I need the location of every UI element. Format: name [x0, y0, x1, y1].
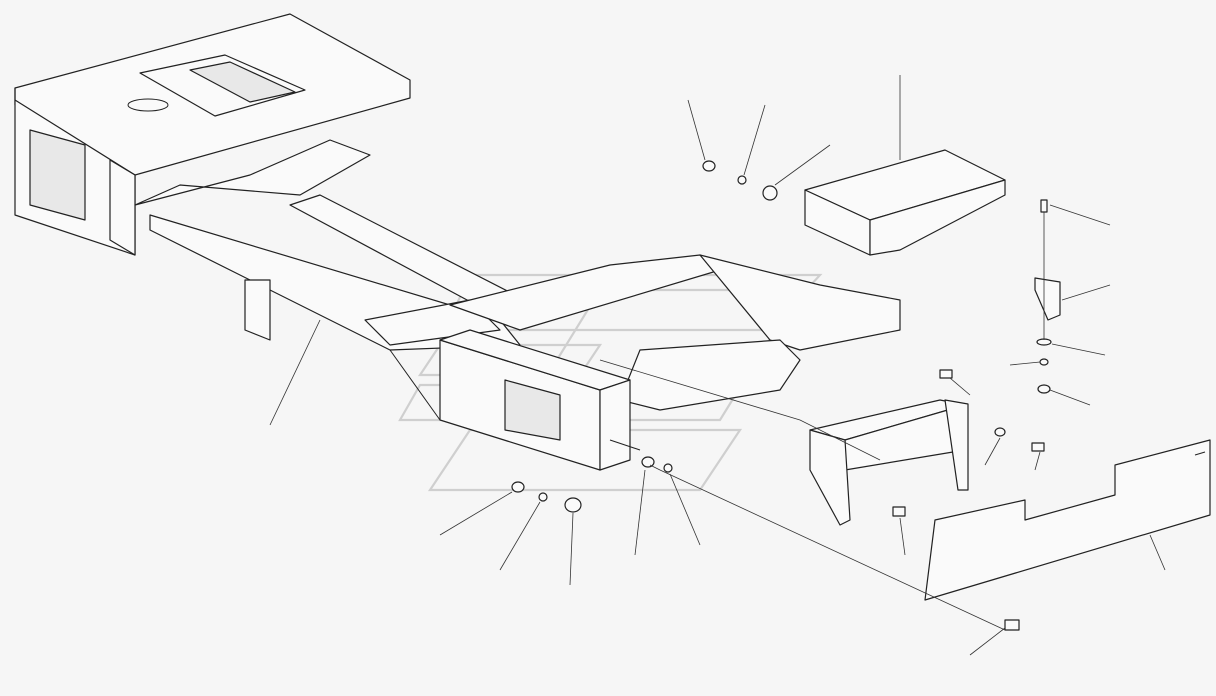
- part-2-support: [809, 399, 969, 526]
- part-14-nut: [641, 456, 655, 468]
- part-12-nut: [1037, 384, 1051, 394]
- part-6-bolt: [1040, 199, 1048, 213]
- part-9-bolt: [1004, 619, 1020, 631]
- part-11-nut: [511, 481, 525, 493]
- part-10-bolt: [939, 369, 953, 379]
- part-16-lock-washer: [1039, 358, 1049, 366]
- part-5-bracket-small: [1034, 277, 1061, 321]
- part-15-lock-washer: [538, 492, 548, 502]
- part-3-bracket: [804, 149, 1006, 256]
- leader-lines: [269, 75, 1166, 656]
- part-1-main-frame: [14, 13, 901, 471]
- part-4-cover-plate: [924, 439, 1211, 601]
- part-17-lock-washer: [737, 175, 747, 185]
- part-8-bolt: [892, 506, 906, 517]
- part-18-washer-upper: [994, 427, 1006, 437]
- part-13-nut: [702, 160, 716, 172]
- part-7-bolt: [1031, 442, 1045, 452]
- part-21-washer: [762, 185, 778, 201]
- part-18-washer-lower: [663, 463, 673, 473]
- fasteners: [511, 160, 1052, 631]
- part-19-washer: [564, 497, 582, 513]
